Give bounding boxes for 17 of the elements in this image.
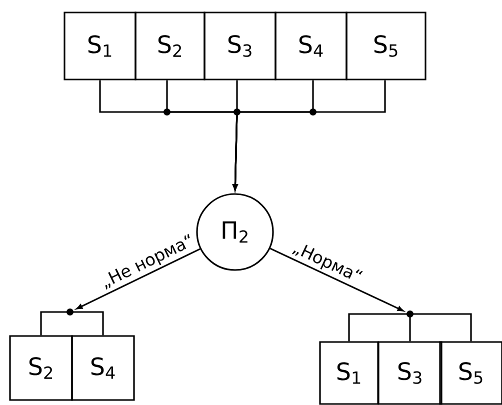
arrow <box>70 311 104 336</box>
junction-dot <box>66 308 74 316</box>
arrow <box>40 311 70 336</box>
sequence-cell: S$_{1}$ <box>64 12 136 80</box>
arrow <box>270 248 404 312</box>
sequence-cell: S$_{2}$ <box>9 335 73 401</box>
sequence-cell: S$_{5}$ <box>346 12 426 80</box>
sequence-cell: S$_{1}$ <box>319 341 379 405</box>
sequence-cell: S$_{4}$ <box>71 335 135 401</box>
sequence-cell: S$_{4}$ <box>274 12 348 80</box>
sequence-cell: S$_{5}$ <box>439 341 502 405</box>
arrow <box>232 80 386 190</box>
sequence-cell: S$_{2}$ <box>134 12 206 80</box>
sequence-cell: S$_{3}$ <box>204 12 276 80</box>
sequence-cell: S$_{3}$ <box>378 341 442 405</box>
junction-dot <box>406 310 414 318</box>
arrow <box>76 248 200 310</box>
